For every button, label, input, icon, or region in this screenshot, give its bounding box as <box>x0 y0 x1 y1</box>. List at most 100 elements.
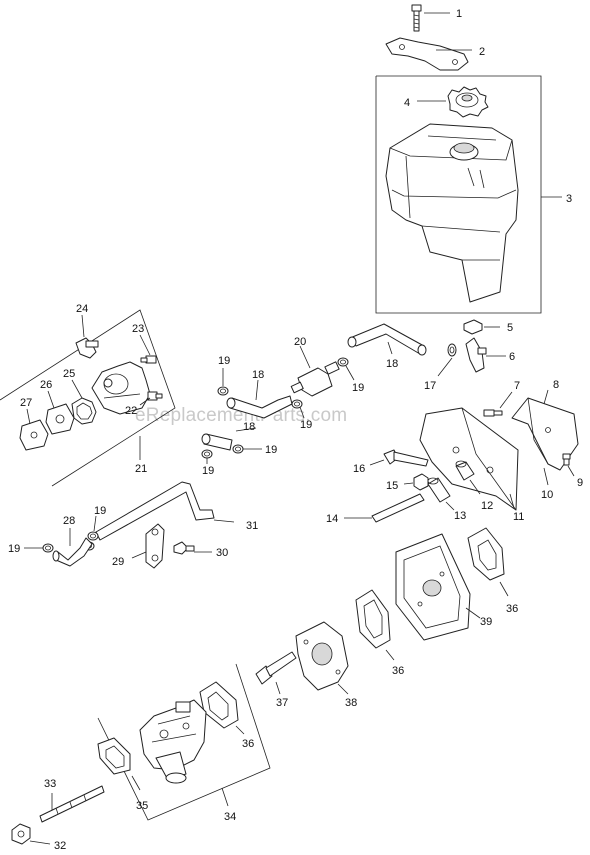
callout-27: 27 <box>20 397 32 409</box>
callout-26: 26 <box>40 379 52 391</box>
callout-20: 20 <box>294 336 306 348</box>
callout-23: 23 <box>132 323 144 335</box>
part-4-fuel-cap[interactable] <box>447 86 489 118</box>
part-19-hose-clamp-e[interactable] <box>232 444 244 454</box>
part-5-fitting-nut[interactable] <box>463 319 483 335</box>
callout-10: 10 <box>541 489 553 501</box>
part-32-nut[interactable] <box>11 823 31 845</box>
callout-19e: 19 <box>265 444 277 456</box>
part-3-fuel-tank[interactable] <box>385 123 519 303</box>
callout-36b: 36 <box>392 665 404 677</box>
part-7-screw[interactable] <box>483 409 503 417</box>
callout-6: 6 <box>509 351 515 363</box>
part-39-air-box-base[interactable] <box>395 533 471 641</box>
callout-2: 2 <box>479 46 485 58</box>
part-29-choke-lever[interactable] <box>145 523 165 569</box>
part-2-bracket[interactable] <box>385 37 469 71</box>
part-14-stud[interactable] <box>371 493 425 523</box>
watermark-text: eReplacementParts.com <box>135 405 347 426</box>
callout-38: 38 <box>345 697 357 709</box>
part-24-elbow-fitting[interactable] <box>75 337 99 359</box>
part-22-screw[interactable] <box>147 391 163 401</box>
callout-3: 3 <box>566 193 572 205</box>
part-37-bolt[interactable] <box>255 651 297 685</box>
callout-19b: 19 <box>352 382 364 394</box>
part-35-carb-gasket[interactable] <box>97 737 131 775</box>
callout-12: 12 <box>481 500 493 512</box>
callout-39: 39 <box>480 616 492 628</box>
callout-9: 9 <box>577 477 583 489</box>
callout-36a: 36 <box>506 603 518 615</box>
callout-35: 35 <box>136 800 148 812</box>
part-26-pump-plate[interactable] <box>45 403 75 435</box>
tank-group-bracket <box>375 75 542 314</box>
part-36-gasket-a[interactable] <box>467 527 505 581</box>
callout-19f: 19 <box>94 505 106 517</box>
part-17-hose-clamp[interactable] <box>447 343 457 357</box>
callout-19g: 19 <box>8 543 20 555</box>
callout-28: 28 <box>63 515 75 527</box>
part-18-fuel-hose-a[interactable] <box>226 395 293 419</box>
part-19-hose-clamp-c[interactable] <box>291 399 303 409</box>
callout-30: 30 <box>216 547 228 559</box>
part-19-hose-clamp-h[interactable] <box>42 543 54 553</box>
callout-19c: 19 <box>300 419 312 431</box>
callout-8: 8 <box>553 379 559 391</box>
callout-22: 22 <box>125 405 137 417</box>
part-16-bolt[interactable] <box>383 449 429 467</box>
part-28-curved-hose[interactable] <box>52 537 93 567</box>
part-19-hose-clamp-a[interactable] <box>217 386 229 396</box>
fuel-pump-body[interactable] <box>91 361 151 415</box>
callout-7: 7 <box>514 380 520 392</box>
part-18-fuel-hose-c[interactable] <box>201 433 233 451</box>
callout-21: 21 <box>135 463 147 475</box>
callout-37: 37 <box>276 697 288 709</box>
callout-13: 13 <box>454 510 466 522</box>
callout-31: 31 <box>246 520 258 532</box>
part-19-hose-clamp-d[interactable] <box>201 449 213 459</box>
callout-17: 17 <box>424 380 436 392</box>
part-19-hose-clamp-f[interactable] <box>87 531 99 541</box>
callout-33: 33 <box>44 778 56 790</box>
part-36-gasket-b[interactable] <box>355 589 391 649</box>
part-9-screw[interactable] <box>562 453 571 466</box>
callout-11: 11 <box>513 511 524 523</box>
part-31-fuel-tube[interactable] <box>95 481 215 541</box>
callout-36c: 36 <box>242 738 254 750</box>
callout-24: 24 <box>76 303 88 315</box>
part-19-hose-clamp-b[interactable] <box>337 357 349 367</box>
callout-18b: 18 <box>386 358 398 370</box>
callout-18a: 18 <box>252 369 264 381</box>
callout-19a: 19 <box>218 355 230 367</box>
callout-18c: 18 <box>243 421 255 433</box>
part-12-spacer[interactable] <box>455 460 475 481</box>
callout-4: 4 <box>404 97 410 109</box>
part-1-bolt[interactable] <box>411 4 422 32</box>
part-30-screw[interactable] <box>173 541 195 555</box>
callout-5: 5 <box>507 322 513 334</box>
part-27-pump-cover[interactable] <box>19 419 49 451</box>
part-15-nut[interactable] <box>413 473 429 491</box>
callout-25: 25 <box>63 368 75 380</box>
callout-15: 15 <box>386 480 398 492</box>
part-13-spacer[interactable] <box>427 477 451 503</box>
callout-1: 1 <box>456 8 462 20</box>
callout-19d: 19 <box>202 465 214 477</box>
part-23-screw[interactable] <box>140 355 157 364</box>
part-6-shutoff-valve[interactable] <box>465 337 487 373</box>
callout-34: 34 <box>224 811 236 823</box>
part-38-intake-adapter[interactable] <box>295 621 349 691</box>
part-18-fuel-hose-b[interactable] <box>347 323 427 356</box>
pump-group-bracket <box>0 309 176 487</box>
callout-32: 32 <box>54 840 66 852</box>
part-11-tank-bracket[interactable] <box>419 407 519 511</box>
part-25-diaphragm-gasket[interactable] <box>71 397 97 425</box>
callout-14: 14 <box>326 513 338 525</box>
callout-16: 16 <box>353 463 365 475</box>
callout-29: 29 <box>112 556 124 568</box>
part-33-stud[interactable] <box>39 785 105 823</box>
part-20-fuel-filter[interactable] <box>290 361 340 397</box>
carburetor[interactable] <box>139 699 207 784</box>
